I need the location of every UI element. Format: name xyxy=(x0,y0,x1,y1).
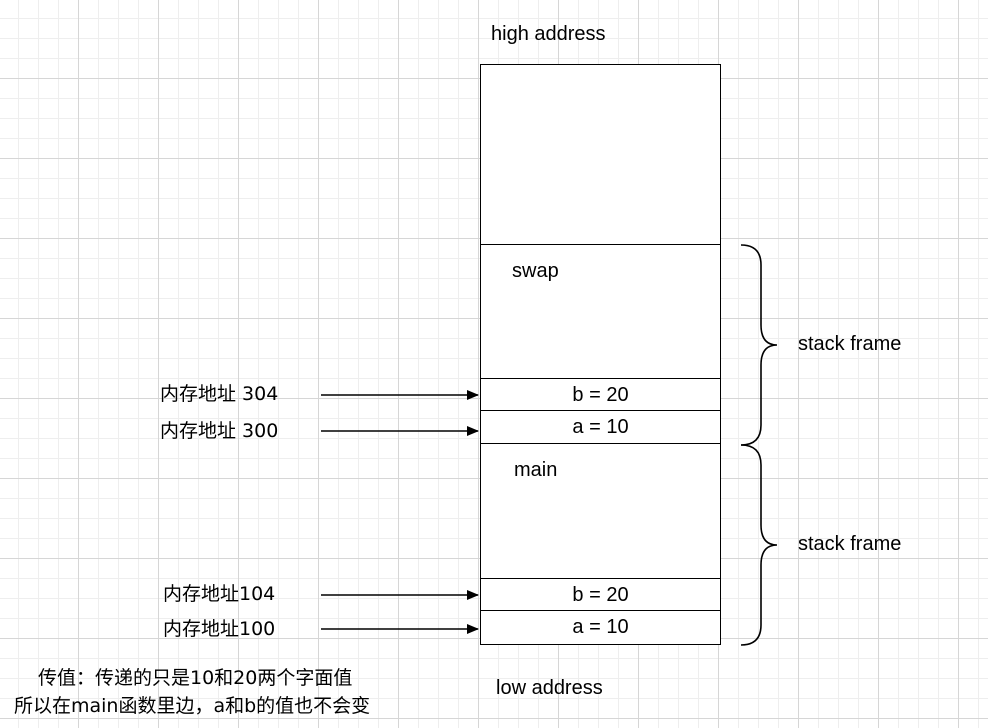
note-line-2: 所以在main函数里边，a和b的值也不会变 xyxy=(14,695,371,717)
upper-stack-frame-label: stack frame xyxy=(798,333,902,355)
lower-stack-frame-label: stack frame xyxy=(798,533,902,555)
pointer-label-304: 内存地址 304 xyxy=(160,383,279,405)
stack-top-region xyxy=(480,64,721,246)
high-address-label: high address xyxy=(491,23,606,45)
low-address-label: low address xyxy=(496,677,603,699)
main-frame-label: main xyxy=(514,459,558,481)
pointer-label-100: 内存地址100 xyxy=(163,618,276,640)
upper-frame-brace xyxy=(740,244,778,446)
main-b-value: b = 20 xyxy=(572,583,629,606)
swap-a-value: a = 10 xyxy=(572,416,629,438)
lower-frame-brace xyxy=(740,444,778,646)
swap-a-cell: a = 10 xyxy=(480,410,721,445)
note-line-1: 传值：传递的只是10和20两个字面值 xyxy=(38,667,353,689)
swap-b-value: b = 20 xyxy=(572,383,629,406)
swap-frame xyxy=(480,244,721,380)
swap-frame-label: swap xyxy=(512,260,559,282)
main-a-value: a = 10 xyxy=(572,616,629,638)
pointer-label-104: 内存地址104 xyxy=(163,583,276,605)
pointer-label-300: 内存地址 300 xyxy=(160,420,279,442)
main-a-cell: a = 10 xyxy=(480,610,721,645)
